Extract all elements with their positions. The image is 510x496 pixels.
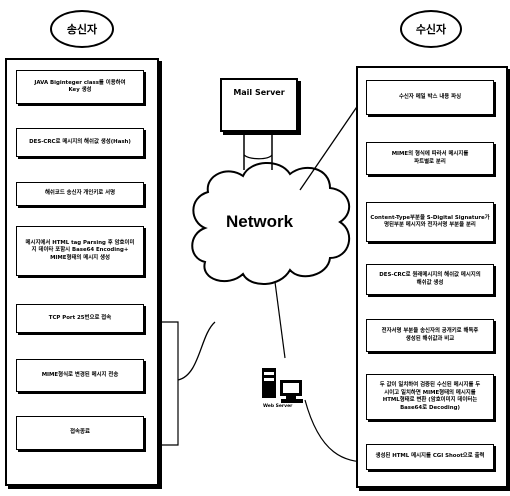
sender-step-5: TCP Port 25번으로 접속 <box>16 304 144 333</box>
receiver-step-5: 전자서명 부분을 송신자의 공개키로 해독후 생성된 해쉬값과 비교 <box>366 319 494 352</box>
sender-step-6: MIME형식로 변경된 메시지 전송 <box>16 359 144 392</box>
sender-title: 송신자 <box>50 10 114 48</box>
network-label: Network <box>226 212 294 231</box>
cloud-to-webserver-line <box>274 281 286 359</box>
mail-server-box: Mail Server <box>220 78 298 132</box>
receiver-title: 수신자 <box>400 10 462 48</box>
network-cloud <box>191 161 351 286</box>
receiver-step-1: 수신자 메일 박스 내용 파싱 <box>366 80 494 115</box>
sender-step-3: 해쉬코드 송신자 개인키로 서명 <box>16 182 144 206</box>
cloud-to-receiver-line <box>299 94 366 191</box>
sender-step-7: 접속종료 <box>16 416 144 450</box>
receiver-step-6: 두 값이 일치하여 검증된 수신된 메시지를 두 시이고 일치하면 MIME형태… <box>366 374 494 420</box>
sender-to-cloud-line <box>177 321 216 381</box>
receiver-step-2: MIME의 형식에 따라서 메시지를 파트별로 분리 <box>366 142 494 175</box>
web-server-icon <box>262 368 303 403</box>
web-server-label: Web Server <box>263 404 293 409</box>
sender-step-2: DES-CRC로 메시지의 해쉬값 생성(Hash) <box>16 128 144 157</box>
sender-step-1: JAVA Biginteger class를 이용하여 Key 생성 <box>16 70 144 104</box>
receiver-step-4: DES-CRC로 원래메시지의 해쉬값 메시지의 해쉬값 생성 <box>366 264 494 295</box>
sender-step-4: 메시지에서 HTML tag Parsing 후 암호이미 지 데이타 포함시 … <box>16 226 144 276</box>
receiver-step-3: Content-Type부분을 S-Digital Signature가 명된부… <box>366 202 494 242</box>
receiver-step-7: 생성된 HTML 메시지를 CGI Shoot으로 출력 <box>366 444 494 470</box>
